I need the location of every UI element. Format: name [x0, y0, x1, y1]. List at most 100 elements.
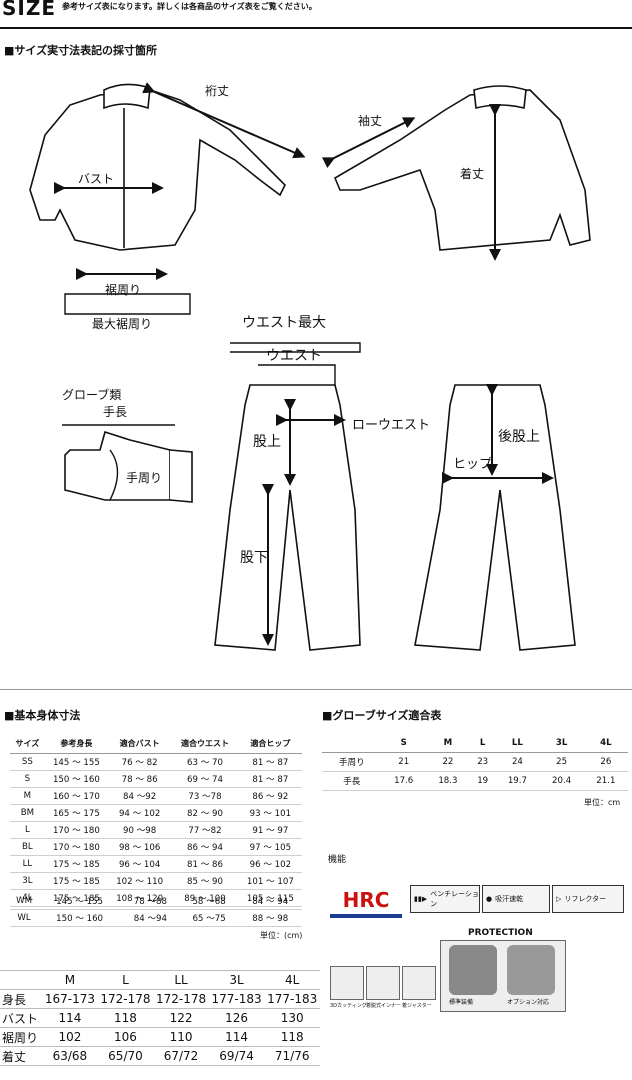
body-table-cell: 86 ～ 92 [238, 787, 302, 805]
reflector-icon: ▷ [556, 895, 562, 903]
label-matashita: 股下 [240, 550, 268, 566]
body-table-cell: 91 ～ 97 [238, 821, 302, 839]
label-tenaga: 手長 [103, 405, 127, 419]
body-table-cell: 98 ～ 106 [108, 838, 172, 856]
product-table-cell: 63/68 [42, 1046, 98, 1066]
features-title: 機能 [328, 855, 347, 865]
product-table-cell: 着丈 [0, 1046, 43, 1066]
drop-icon: ● [486, 895, 493, 903]
body-table-header-4: 適合ヒップ [238, 733, 302, 754]
glove-table-cell: 19 [470, 771, 496, 791]
glove-table-cell: 24 [495, 752, 540, 772]
glove-table-cell: 手周り [322, 752, 382, 772]
protection-standard-label: 標準装備 [449, 999, 474, 1006]
body-table-cell: 165 ～ 175 [44, 804, 109, 822]
body-table-cell: 93 ～ 101 [238, 804, 302, 822]
body-table-cell: WL [10, 909, 39, 927]
body-table-cell: 77 ～82 [171, 821, 239, 839]
glove-table-cell: 18.3 [425, 771, 471, 791]
product-table-cell: 71/76 [264, 1046, 320, 1066]
body-table-cell: 81 ～ 86 [171, 855, 239, 873]
product-table-cell: 172-178 [97, 989, 154, 1009]
body-table-header-1: 参考身長 [44, 733, 109, 754]
product-table-cell: 67/72 [153, 1046, 209, 1066]
measurement-diagram: 裄丈 袖丈 バスト 着丈 裾周り 最大裾周り ウエスト最大 ウエスト ローウエス… [29, 82, 591, 651]
body-table-title: ■基本身体寸法 [4, 709, 81, 722]
glove-table-cell: 26 [583, 752, 628, 772]
vent-icon: ▮▮▶ [414, 895, 428, 903]
product-table-cell: 69/74 [208, 1046, 265, 1066]
thumb-label-1: 3Dカッティング [330, 1003, 367, 1009]
product-table-cell: バスト [0, 1008, 43, 1028]
body-table-cell: M [10, 787, 45, 805]
label-low-waist: ローウエスト [352, 418, 430, 433]
body-table-cell: 175 ～ 185 [44, 855, 109, 873]
body-table-cell: 102 ～ 110 [108, 872, 172, 890]
product-table-cell: 130 [264, 1008, 320, 1028]
body-table-cell: BM [10, 804, 45, 822]
label-waist: ウエスト [266, 348, 322, 364]
glove-table-cell: 19.7 [495, 771, 540, 791]
jacket-front-collar [103, 83, 151, 110]
product-table-cell: 167-173 [42, 989, 98, 1009]
product-table-cell: 102 [42, 1027, 98, 1047]
body-table-cell: WM [10, 893, 39, 910]
body-table-cell: L [10, 821, 45, 839]
label-waist-max: ウエスト最大 [242, 315, 326, 331]
body-table-cell: 69 ～ 74 [171, 770, 239, 788]
feature-quick-dry: ●吸汗速乾 [482, 885, 550, 913]
body-table-cell: 150 ～ 160 [38, 909, 122, 927]
body-table-cell: BL [10, 838, 45, 856]
body-table-cell: 81 ～ 87 [238, 770, 302, 788]
body-table-cell: 76 ～ 82 [108, 753, 172, 771]
body-table-cell: 96 ～ 102 [238, 855, 302, 873]
thumb-label-2: 着脱式インナー [366, 1003, 402, 1009]
label-max-susomawari: 最大裾周り [92, 316, 152, 331]
glove-table-cell: 21.1 [583, 771, 628, 791]
label-kitake: 着丈 [460, 166, 484, 181]
protection-box: 標準装備 オプション対応 [440, 940, 566, 1012]
body-table-cell: 81 ～ 87 [238, 753, 302, 771]
body-unit: 単位：(cm) [260, 931, 303, 940]
label-glove-type: グローブ類 [62, 387, 121, 402]
body-table-cell: 78 ～88 [121, 893, 180, 910]
body-table-cell: 90 ～98 [108, 821, 172, 839]
product-table-cell: 114 [208, 1027, 265, 1047]
product-table-cell: 122 [153, 1008, 209, 1028]
product-table-cell: 118 [97, 1008, 154, 1028]
body-table-cell: 170 ～ 180 [44, 838, 109, 856]
glove-table-cell: 21 [381, 752, 426, 772]
thumb-adjuster [402, 966, 436, 1000]
body-table-header-2: 適合バスト [108, 733, 172, 754]
thumb-3d-cutting [330, 966, 364, 1000]
body-table-header-3: 適合ウエスト [171, 733, 239, 754]
body-table-cell: 97 ～ 105 [238, 838, 302, 856]
thumb-inner [366, 966, 400, 1000]
glove-table-header-5: 3L [539, 734, 584, 753]
label-ushiro-matagami: 後股上 [498, 429, 540, 445]
body-table-cell: 145 ～ 155 [38, 893, 122, 910]
measure-section-title: ■サイズ実寸法表記の採寸箇所 [4, 44, 158, 57]
body-table-cell: 65 ～75 [179, 909, 239, 927]
glove-table-header-0 [322, 734, 382, 753]
product-table-header-3: LL [153, 970, 209, 990]
header-divider [0, 27, 632, 29]
hrc-logo: HRC [330, 888, 402, 918]
product-table-cell: 65/70 [97, 1046, 154, 1066]
product-table-cell: 126 [208, 1008, 265, 1028]
body-table-cell: 3L [10, 872, 45, 890]
pants-front [214, 384, 361, 651]
glove-table-cell: 20.4 [539, 771, 584, 791]
label-temawari: 手周り [126, 471, 162, 485]
body-table-cell: 160 ～ 170 [44, 787, 109, 805]
jacket-option-image [507, 945, 555, 995]
body-table-cell: 150 ～ 160 [44, 770, 109, 788]
label-matagami: 股上 [253, 434, 281, 450]
body-table-cell: 88 ～ 98 [238, 909, 302, 927]
